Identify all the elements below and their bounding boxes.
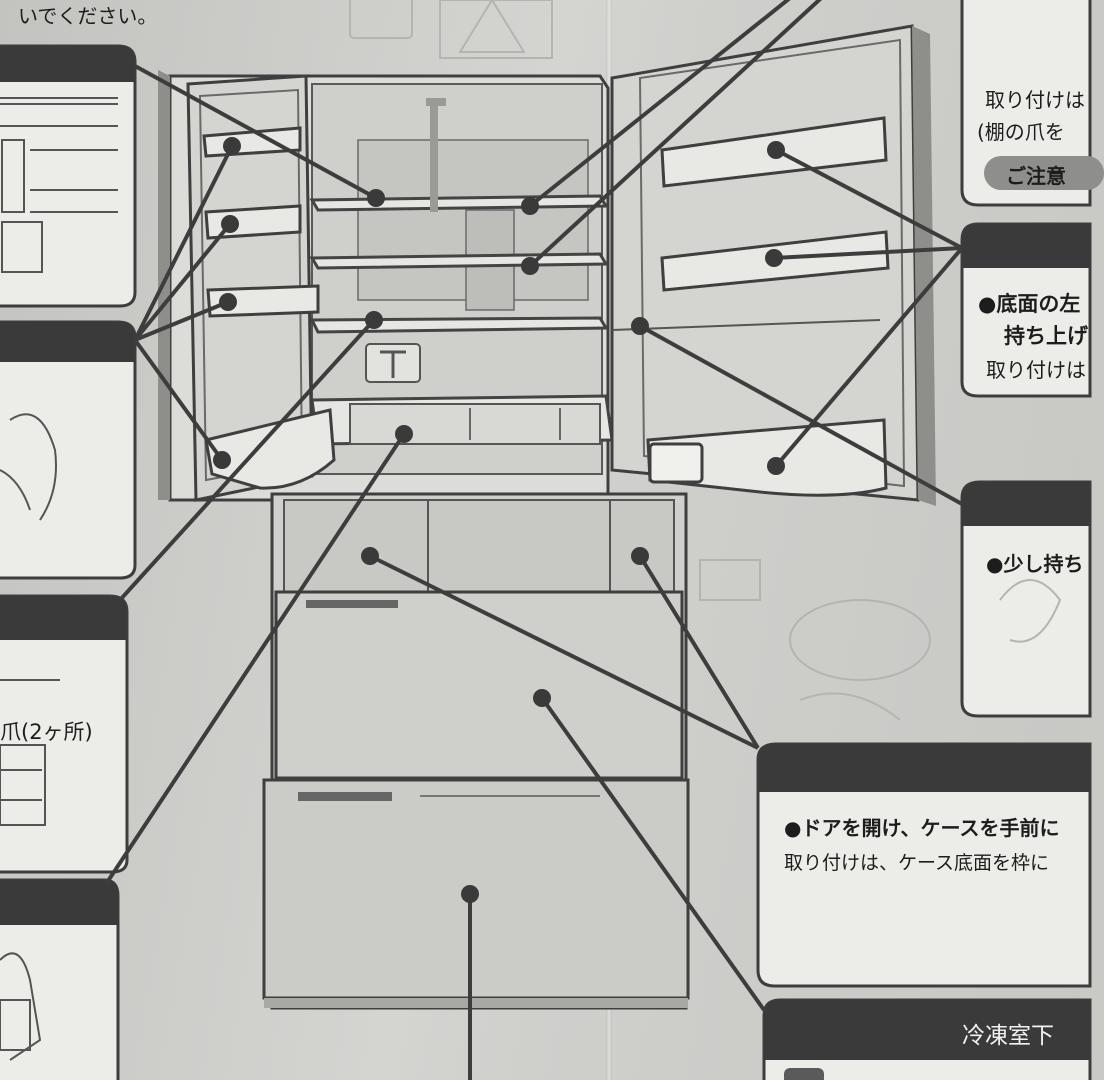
leader-dots (213, 137, 785, 903)
faint-background-marks (349, 0, 1062, 721)
door-open-instruction: ●ドアを開け、ケースを手前に (784, 816, 1060, 840)
right-callout-headers (758, 224, 1090, 1080)
left-callout-boxes (0, 44, 137, 1080)
left-callout-headers (0, 46, 135, 925)
caution-label: ご注意 (1006, 164, 1066, 188)
mount-instruction: 取り付けは (986, 358, 1086, 382)
lift-instruction-1: ●底面の左 (978, 292, 1081, 316)
claw-label: 爪(2ヶ所) (0, 720, 93, 744)
right-mount-text-1: 取り付けは (985, 88, 1085, 112)
left-box-sketches (0, 97, 118, 1061)
slight-lift-instruction: ●少し持ち (986, 552, 1084, 576)
freezer-section-header: 冷凍室下 (962, 1023, 1054, 1049)
right-mount-text-2: (棚の爪を (977, 120, 1065, 144)
lift-instruction-2: 持ち上げ (1004, 324, 1088, 348)
caution-pill (984, 156, 1104, 190)
leader-lines (104, 0, 964, 1080)
case-mount-instruction: 取り付けは、ケース底面を枠に (784, 852, 1050, 874)
top-left-text: いでください。 (18, 4, 158, 28)
